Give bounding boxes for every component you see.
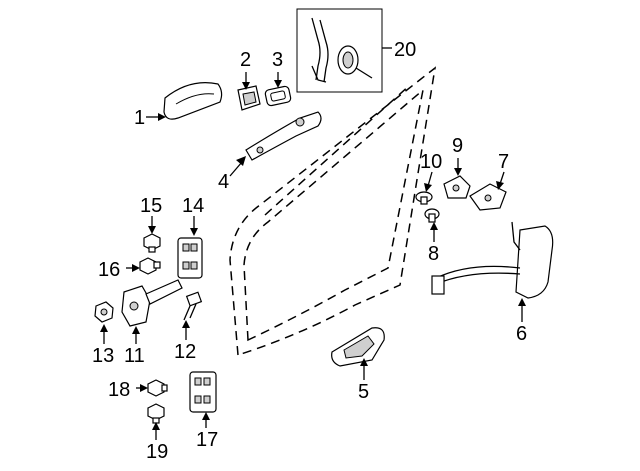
- callout-16: 16: [98, 259, 120, 281]
- callout-4: 4: [218, 171, 229, 193]
- callout-20: 20: [394, 39, 416, 61]
- screw-8: [424, 208, 440, 223]
- callout-3: 3: [272, 49, 283, 71]
- handle-bracket: [245, 111, 322, 161]
- callout-13: 13: [92, 345, 114, 367]
- upper-hinge: [177, 237, 203, 279]
- callout-5: 5: [358, 381, 369, 403]
- outside-handle: [163, 82, 223, 120]
- striker: [443, 175, 471, 199]
- lock-rod-clip: [469, 183, 507, 211]
- callout-9: 9: [452, 135, 463, 157]
- bolt-15: [143, 233, 161, 253]
- callout-15: 15: [140, 195, 162, 217]
- callout-6: 6: [516, 323, 527, 345]
- bolt-18: [147, 379, 168, 397]
- callout-1: 1: [134, 107, 145, 129]
- leader-lines: [100, 47, 526, 440]
- nut-13: [94, 301, 114, 323]
- lock-actuator: [431, 221, 554, 299]
- key-cylinder-inset: [296, 8, 383, 93]
- callout-14: 14: [182, 195, 204, 217]
- callout-11: 11: [124, 345, 145, 367]
- callout-19: 19: [146, 441, 168, 463]
- callout-18: 18: [108, 379, 130, 401]
- callout-10: 10: [420, 151, 442, 173]
- callout-17: 17: [196, 429, 218, 451]
- bolt-16: [139, 257, 161, 275]
- bolt-19: [147, 403, 165, 424]
- handle-gasket: [264, 85, 292, 107]
- inside-handle: [331, 327, 385, 367]
- callout-12: 12: [174, 341, 196, 363]
- callout-labels: 1 2 3 4 5 6 7 8 9 10 11 12 13 14 15 16 1…: [92, 39, 527, 463]
- bolt-12: [183, 291, 203, 321]
- callout-8: 8: [428, 243, 439, 265]
- door-check: [121, 279, 183, 327]
- lower-hinge: [189, 371, 217, 413]
- callout-2: 2: [240, 49, 251, 71]
- bolt-10: [415, 191, 433, 205]
- callout-7: 7: [498, 151, 509, 173]
- handle-cap: [237, 85, 261, 111]
- door-outline: [229, 66, 437, 357]
